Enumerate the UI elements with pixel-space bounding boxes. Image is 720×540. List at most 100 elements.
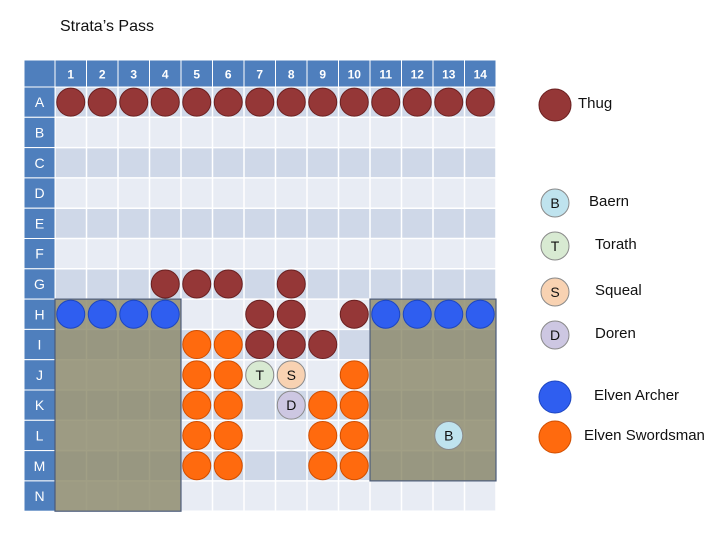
grid-corner: [23, 59, 56, 88]
terrain-block: [369, 298, 497, 482]
thug-token: [276, 330, 306, 360]
swordsman-token: [213, 390, 243, 420]
column-label: 7: [256, 68, 263, 82]
legend-doren-swatch: [540, 320, 570, 350]
row-header: [23, 207, 56, 239]
thug-token: [465, 87, 495, 117]
legend-baern-letter: B: [550, 195, 559, 211]
legend-thug-swatch: [538, 88, 572, 122]
thug-token: [213, 269, 243, 299]
thug-token: [402, 87, 432, 117]
column-label: 5: [193, 68, 200, 82]
row-header: [23, 238, 56, 270]
column-label: 11: [379, 68, 392, 82]
swordsman-token: [213, 330, 243, 360]
archer-token: [87, 299, 117, 329]
column-header: [338, 59, 371, 88]
column-label: 4: [162, 68, 169, 82]
thug-token: [182, 269, 212, 299]
thug-token: [245, 299, 275, 329]
row-label: A: [35, 94, 45, 110]
squeal-token: [276, 360, 306, 390]
swordsman-token: [182, 451, 212, 481]
swordsman-token: [182, 330, 212, 360]
row-header: [23, 480, 56, 512]
thug-token: [245, 330, 275, 360]
row-label: H: [34, 306, 44, 322]
swordsman-token: [339, 390, 369, 420]
column-label: 10: [348, 68, 362, 82]
swordsman-token: [308, 420, 338, 450]
column-label: 6: [225, 68, 232, 82]
legend-swordsman-swatch: [538, 420, 572, 454]
thug-token: [245, 87, 275, 117]
row-label: M: [34, 458, 46, 474]
column-label: 2: [99, 68, 106, 82]
doren-token-letter: D: [286, 397, 296, 413]
torath-token-letter: T: [255, 367, 264, 383]
column-label: 8: [288, 68, 295, 82]
thug-token: [339, 299, 369, 329]
swordsman-token: [308, 451, 338, 481]
thug-token: [87, 87, 117, 117]
column-label: 3: [130, 68, 137, 82]
doren-token: [276, 390, 306, 420]
thug-token: [276, 299, 306, 329]
thug-token: [182, 87, 212, 117]
legend-archer-swatch: [538, 380, 572, 414]
thug-token: [56, 87, 86, 117]
torath-token: [245, 360, 275, 390]
swordsman-token: [339, 451, 369, 481]
column-header: [149, 59, 182, 88]
row-label: C: [34, 155, 44, 171]
row-label: D: [34, 185, 44, 201]
squeal-token-letter: S: [287, 367, 296, 383]
archer-token: [371, 299, 401, 329]
thug-token: [308, 87, 338, 117]
row-label: G: [34, 276, 45, 292]
legend-archer-label: Elven Archer: [594, 387, 680, 404]
thug-token: [276, 269, 306, 299]
column-header: [117, 59, 150, 88]
legend-doren-letter: D: [550, 327, 560, 343]
row-label: I: [38, 337, 42, 353]
row-label: K: [35, 397, 45, 413]
archer-token: [150, 299, 180, 329]
archer-token: [402, 299, 432, 329]
baern-token-letter: B: [444, 427, 453, 443]
swordsman-token: [308, 390, 338, 420]
legend-squeal-swatch: [540, 277, 570, 307]
column-header: [464, 59, 497, 88]
swordsman-token: [213, 451, 243, 481]
column-header: [86, 59, 119, 88]
column-header: [369, 59, 402, 88]
legend-squeal-letter: S: [550, 284, 559, 300]
row-label: N: [34, 488, 44, 504]
row-header: [23, 389, 56, 421]
column-label: 12: [411, 68, 425, 82]
baern-token: [434, 420, 464, 450]
thug-token: [434, 87, 464, 117]
column-label: 14: [474, 68, 488, 82]
legend-torath-label: Torath: [595, 236, 637, 253]
thug-token: [119, 87, 149, 117]
row-label: E: [35, 215, 44, 231]
column-header: [180, 59, 213, 88]
terrain-block: [54, 298, 182, 512]
legend-baern-label: Baern: [589, 193, 630, 210]
column-header: [275, 59, 308, 88]
row-label: J: [36, 367, 43, 383]
thug-token: [150, 87, 180, 117]
archer-token: [119, 299, 149, 329]
row-header: [23, 116, 56, 149]
archer-token: [465, 299, 495, 329]
legend-baern-swatch: [540, 188, 570, 218]
swordsman-token: [339, 360, 369, 390]
archer-token: [56, 299, 86, 329]
column-label: 1: [67, 68, 74, 82]
swordsman-token: [182, 390, 212, 420]
column-header: [212, 59, 245, 88]
thug-token: [371, 87, 401, 117]
row-label: L: [36, 427, 44, 443]
